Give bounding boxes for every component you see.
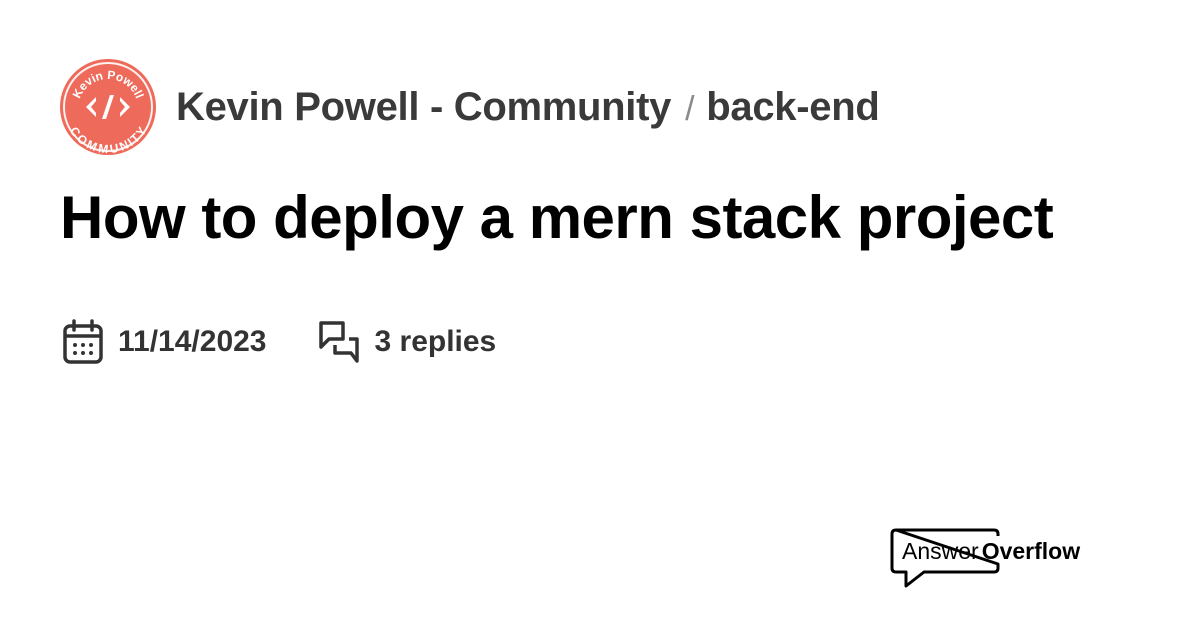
channel-name[interactable]: back-end: [706, 84, 880, 129]
kevin-powell-logo-icon: Kevin Powell COMMUNITY: [63, 62, 153, 155]
date-text: 11/14/2023: [118, 325, 267, 358]
breadcrumb-separator: /: [685, 89, 695, 128]
speech-bubble-icon: [890, 528, 1000, 588]
post-title: How to deploy a mern stack project: [60, 184, 1054, 251]
brand-answer: Answer: [902, 538, 979, 564]
calendar-icon: [63, 319, 103, 364]
chat-bubbles-icon: [318, 321, 359, 363]
community-logo: Kevin Powell COMMUNITY: [60, 59, 156, 155]
server-name[interactable]: Kevin Powell - Community: [176, 84, 672, 129]
post-meta: 11/14/2023 3 replies: [62, 319, 496, 365]
breadcrumb: Kevin Powell - Community / back-end: [176, 84, 880, 130]
post-replies: 3 replies: [317, 319, 497, 365]
brand-overflow: Overflow: [981, 538, 1081, 564]
header: Kevin Powell COMMUNITY Kevin Powell - Co…: [60, 59, 880, 155]
replies-count: 3 replies: [374, 325, 497, 358]
svg-text:COMMUNITY: COMMUNITY: [67, 124, 149, 155]
post-date: 11/14/2023: [62, 319, 267, 365]
